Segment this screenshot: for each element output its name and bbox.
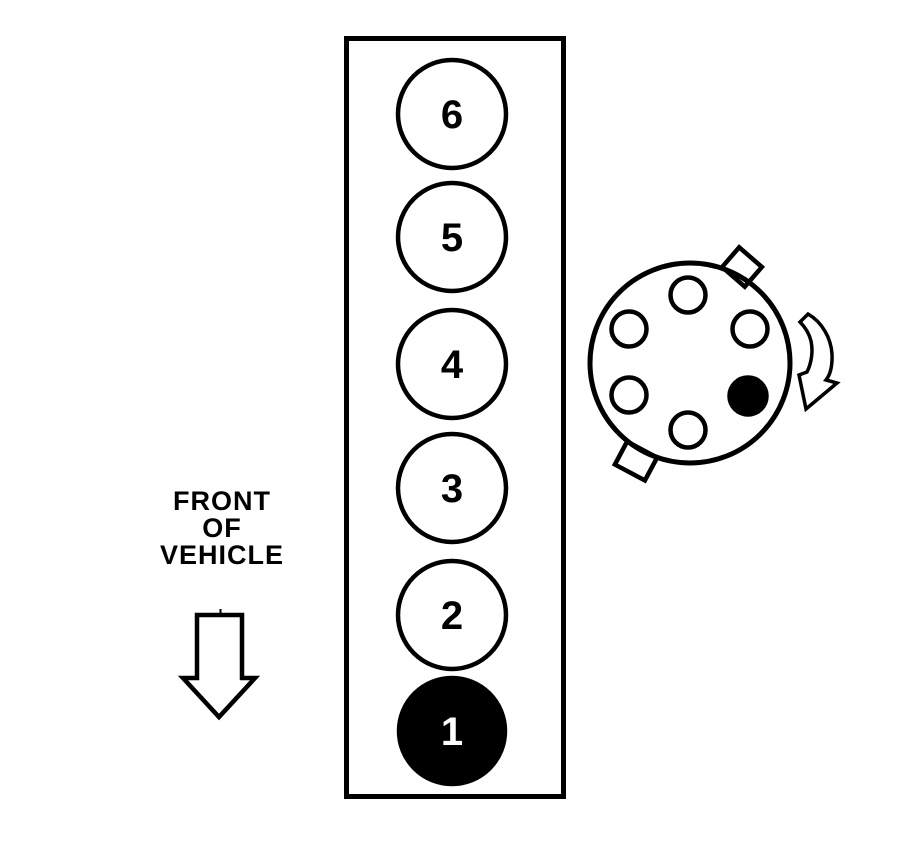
distributor-terminal-bottom xyxy=(668,410,708,450)
distributor-terminal-top xyxy=(668,275,708,315)
distributor-terminal-upper-left xyxy=(609,309,649,349)
down-arrow-icon xyxy=(177,612,261,721)
cylinder-number-1: 1 xyxy=(441,710,463,754)
distributor-terminal-lower-left xyxy=(609,375,649,415)
cylinder-circle-2 xyxy=(395,558,509,672)
cylinder-number-3: 3 xyxy=(441,467,463,511)
cylinder-circle-5 xyxy=(395,180,509,294)
cylinder-number-2: 2 xyxy=(441,594,463,638)
cylinder-circle-6 xyxy=(395,57,509,171)
clockwise-rotation-arrow-icon xyxy=(796,311,841,413)
cylinder-number-4: 4 xyxy=(441,343,464,387)
cylinder-bank: 6 5 4 3 2 1 xyxy=(395,57,509,787)
distributor-tab-top-right xyxy=(718,244,766,290)
distributor-tab-bottom-left xyxy=(611,438,661,484)
distributor-terminal-marked xyxy=(727,375,769,417)
cylinder-circle-4 xyxy=(395,307,509,421)
front-label-line-2: OF xyxy=(202,513,242,543)
cylinder-bank-outline xyxy=(344,36,566,799)
front-of-vehicle-arrow xyxy=(177,609,261,721)
cylinder-circle-3 xyxy=(395,431,509,545)
distributor-cap xyxy=(587,244,793,484)
distributor-terminal-upper-right xyxy=(730,309,770,349)
cylinder-number-5: 5 xyxy=(441,216,463,260)
front-of-vehicle-label: FRONT OF VEHICLE xyxy=(160,486,284,570)
cylinder-circle-1 xyxy=(396,675,508,787)
cylinder-number-6: 6 xyxy=(441,93,463,137)
front-label-line-3: VEHICLE xyxy=(160,540,284,570)
front-label-line-1: FRONT xyxy=(173,486,271,516)
